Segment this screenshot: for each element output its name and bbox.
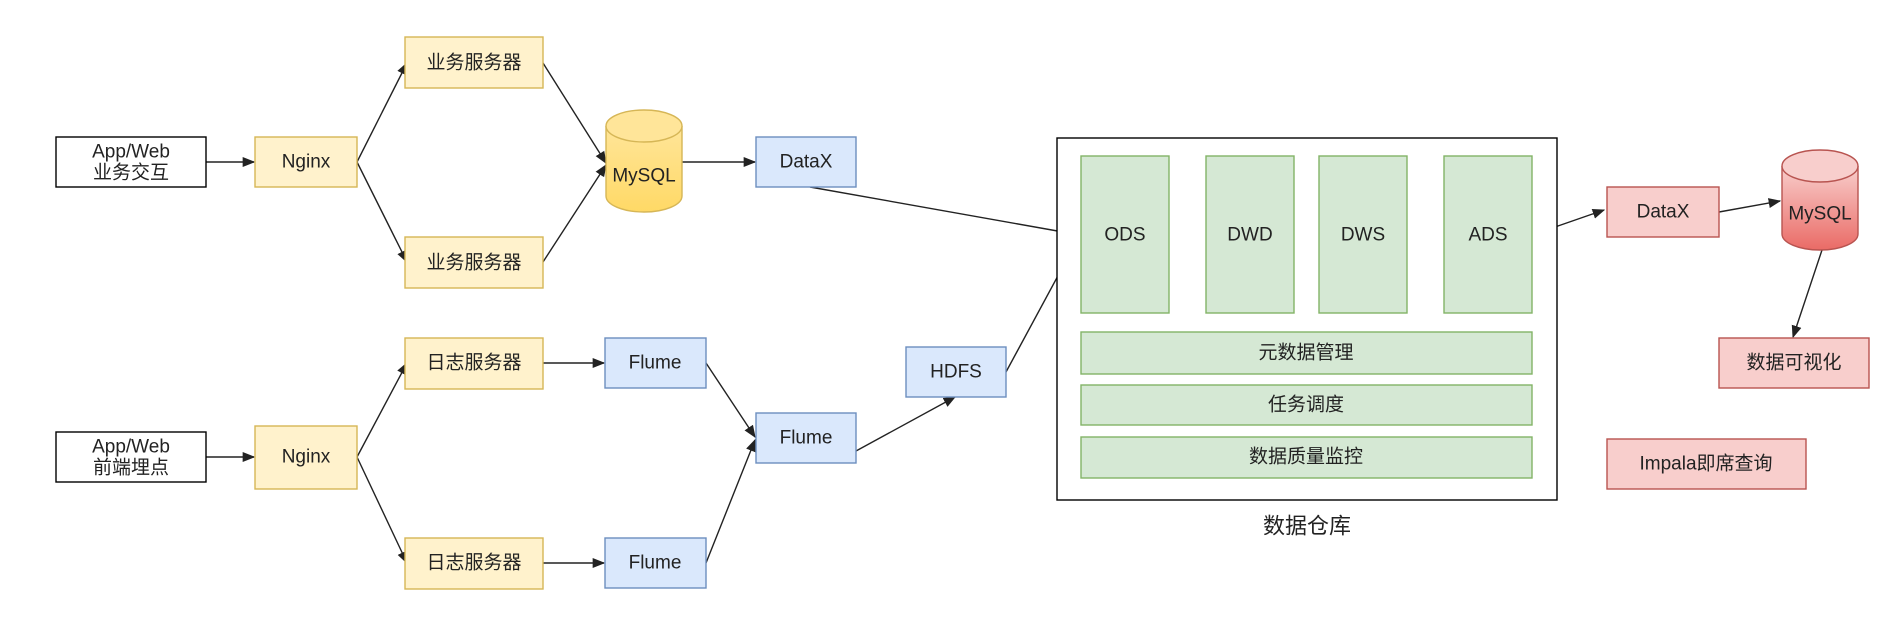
app-web-tracking-box xyxy=(55,431,207,483)
datax-out-label: DataX xyxy=(1637,202,1690,223)
biz-server-bottom-box xyxy=(404,236,544,289)
mysql-result-node: MySQL xyxy=(1781,149,1859,251)
data-quality-label: 数据质量监控 xyxy=(1249,446,1363,468)
data-viz-label: 数据可视化 xyxy=(1746,352,1841,374)
label-line: App/Web xyxy=(92,141,170,162)
metadata-mgmt-label: 元数据管理 xyxy=(1258,342,1353,364)
hdfs-label: HDFS xyxy=(930,362,982,383)
dwd-layer-box xyxy=(1205,155,1295,314)
flume-aggregate-box xyxy=(755,412,857,464)
nginx-business-label: Nginx xyxy=(282,152,331,173)
nginx-business-node: Nginx xyxy=(254,136,358,188)
dwd-layer-label: DWD xyxy=(1227,225,1272,246)
flume-aggregate-label: Flume xyxy=(780,428,833,449)
edge-nginx-to-biz-server-top xyxy=(356,61,408,163)
biz-server-top-label: 业务服务器 xyxy=(426,52,521,74)
dws-layer-box xyxy=(1318,155,1408,314)
nginx-tracking-box xyxy=(254,425,358,490)
data-quality-box xyxy=(1080,436,1533,479)
label-line: 前端埋点 xyxy=(93,456,169,478)
mysql-result-cylinder-top xyxy=(1781,149,1859,183)
impala-query-label: Impala即席查询 xyxy=(1639,453,1772,475)
flume-aggregate-node: Flume xyxy=(755,412,857,464)
impala-query-box xyxy=(1606,438,1807,490)
edge-mysql-to-visualization xyxy=(1791,249,1823,339)
impala-query-node: Impala即席查询 xyxy=(1606,438,1807,490)
edge-flume-bottom-to-aggregate xyxy=(705,438,756,564)
datax-in-node: DataX xyxy=(755,136,857,188)
ads-layer-box xyxy=(1443,155,1533,314)
biz-server-bottom-node: 业务服务器 xyxy=(404,236,544,289)
nginx-tracking-node: Nginx xyxy=(254,425,358,490)
flume-bottom-node: Flume xyxy=(604,537,707,589)
log-server-bottom-label: 日志服务器 xyxy=(426,552,521,574)
datax-in-label: DataX xyxy=(780,152,833,173)
edge-datax-to-mysql xyxy=(1718,198,1782,213)
data-viz-node: 数据可视化 xyxy=(1718,337,1870,389)
edge-nginx-to-log-server-top xyxy=(356,361,408,458)
datax-out-node: DataX xyxy=(1606,186,1720,238)
mysql-result-cylinder-body xyxy=(1781,166,1859,251)
hdfs-box xyxy=(905,346,1007,398)
ads-layer-label: ADS xyxy=(1468,225,1507,246)
edge-nginx-to-biz-server-bottom xyxy=(356,161,408,264)
label-line: 业务交互 xyxy=(93,161,169,183)
mysql-source-cylinder-body xyxy=(605,126,683,213)
label-line: App/Web xyxy=(92,436,170,457)
nginx-tracking-label: Nginx xyxy=(282,447,331,468)
biz-server-top-box xyxy=(404,36,544,89)
biz-server-bottom-label: 业务服务器 xyxy=(426,252,521,274)
log-server-top-label: 日志服务器 xyxy=(426,352,521,374)
flume-bottom-box xyxy=(604,537,707,589)
task-scheduling-label: 任务调度 xyxy=(1268,394,1344,416)
datax-in-box xyxy=(755,136,857,188)
ods-layer-label: ODS xyxy=(1104,225,1145,246)
data-warehouse-caption: 数据仓库 xyxy=(1263,514,1351,539)
edge-biz-server-top-to-mysql xyxy=(542,62,607,165)
data-warehouse: ODS DWD DWS ADS 元数据管理 任务调度 数据质量监控 xyxy=(1056,137,1558,501)
biz-server-top-node: 业务服务器 xyxy=(404,36,544,89)
edge-nginx-to-log-server-bottom xyxy=(356,456,408,565)
log-server-bottom-node: 日志服务器 xyxy=(404,537,544,590)
edge-flume-to-hdfs xyxy=(855,396,957,452)
mysql-result-label: MySQL xyxy=(1788,204,1851,225)
log-server-top-node: 日志服务器 xyxy=(404,337,544,390)
metadata-mgmt-box xyxy=(1080,331,1533,375)
flume-bottom-label: Flume xyxy=(629,553,682,574)
flume-top-box xyxy=(604,337,707,389)
mysql-source-node: MySQL xyxy=(605,109,683,213)
flume-top-label: Flume xyxy=(629,353,682,374)
app-web-business-box xyxy=(55,136,207,188)
hdfs-node: HDFS xyxy=(905,346,1007,398)
datax-out-box xyxy=(1606,186,1720,238)
task-scheduling-box xyxy=(1080,384,1533,426)
nginx-business-box xyxy=(254,136,358,188)
log-server-bottom-box xyxy=(404,537,544,590)
edge-datax-to-ods xyxy=(809,186,1082,238)
mysql-source-cylinder-top xyxy=(605,109,683,143)
dws-layer-label: DWS xyxy=(1341,225,1385,246)
data-viz-box xyxy=(1718,337,1870,389)
flume-top-node: Flume xyxy=(604,337,707,389)
ods-layer-box xyxy=(1080,155,1170,314)
mysql-source-label: MySQL xyxy=(612,166,675,187)
edge-biz-server-bottom-to-mysql xyxy=(542,163,607,263)
edge-flume-top-to-aggregate xyxy=(705,362,756,439)
edges xyxy=(206,61,1823,569)
log-server-top-box xyxy=(404,337,544,390)
